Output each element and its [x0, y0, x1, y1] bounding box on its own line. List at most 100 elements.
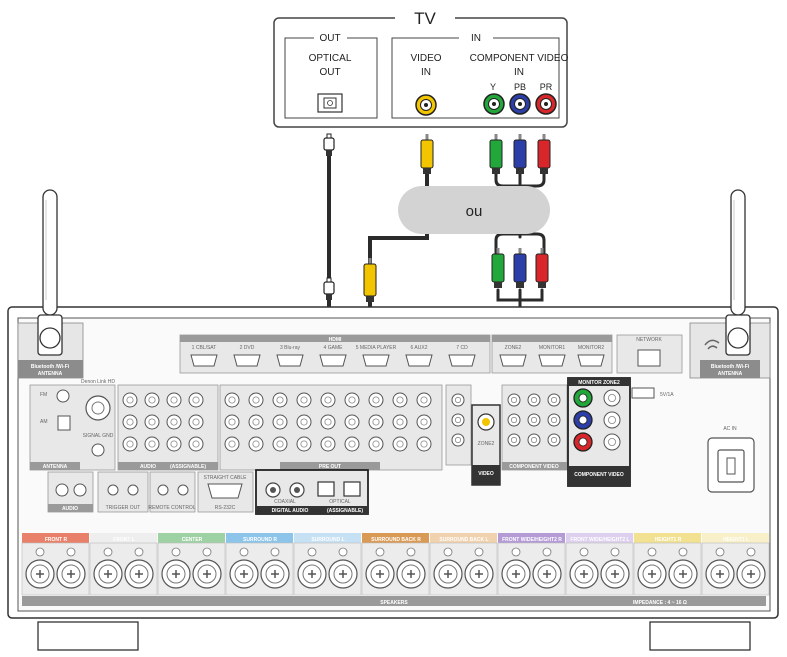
video-input-jack — [451, 413, 465, 427]
audio-input-jack — [166, 436, 182, 452]
speakers-bar — [22, 596, 766, 606]
pre-out-jack — [224, 414, 240, 430]
speaker-group-label: CENTER — [182, 537, 203, 543]
speaker-group-color-bar — [158, 533, 225, 543]
wifi-right-label-2: ANTENNA — [718, 371, 743, 377]
tv-in-label: IN — [471, 33, 481, 44]
video-input-jack — [451, 433, 465, 447]
component-input-jacks — [507, 393, 561, 447]
component-input-jack — [547, 413, 561, 427]
pre-out-jack — [272, 392, 288, 408]
optical-jack-2 — [343, 481, 361, 497]
usb-label: 5V/1A — [660, 392, 674, 398]
hdmi-output-label: MONITOR2 — [578, 345, 605, 351]
pre-out-jack — [248, 392, 264, 408]
speaker-group-color-bar — [634, 533, 701, 543]
optical-jack-1 — [317, 481, 335, 497]
pre-out-jack — [416, 414, 432, 430]
audio-input-jack — [144, 436, 160, 452]
speaker-terminal-group: SURROUND BACK R — [361, 533, 430, 596]
wifi-left-label: Bluetooth /Wi-Fi — [31, 364, 70, 370]
composite-plug-tv — [420, 134, 434, 174]
component-output-jack-zone2 — [603, 389, 621, 407]
pre-out-jack — [272, 414, 288, 430]
speaker-terminal-group: FRONT WIDE/HEIGHT2 R — [497, 533, 566, 596]
component-input-jack — [507, 413, 521, 427]
tv-out-label: OUT — [319, 33, 340, 44]
pre-out-jack — [416, 436, 432, 452]
tv-out-label-bg — [314, 31, 347, 43]
speaker-group-color-bar — [566, 533, 633, 543]
signal-gnd-label: SIGNAL GND — [83, 433, 114, 439]
component-input-jack — [547, 433, 561, 447]
hdmi-output-port — [577, 354, 605, 367]
jack-label-pr: PR — [540, 82, 553, 92]
hdmi-input-port — [319, 354, 347, 367]
component-in-label-1: COMPONENT VIDEO — [470, 53, 569, 64]
jack-label-y: Y — [490, 82, 496, 92]
pre-out-jack — [392, 436, 408, 452]
hdmi-input-port — [448, 354, 476, 367]
speaker-terminal-group: HEIGHT1 R — [633, 533, 702, 596]
pre-out-jack — [368, 436, 384, 452]
trigger-out-panel — [97, 471, 149, 513]
zone2-video-label: ZONE2 — [478, 441, 495, 447]
component-output-jack-zone2 — [603, 411, 621, 429]
audio-input-jack — [144, 414, 160, 430]
digital-audio-assignable: (ASSIGNABLE) — [327, 508, 363, 514]
pre-out-jack — [320, 436, 336, 452]
audio-input-jack — [144, 392, 160, 408]
pre-out-jack — [368, 414, 384, 430]
cable-plugs — [323, 133, 551, 302]
pre-out-jack — [224, 392, 240, 408]
or-pill — [398, 186, 550, 234]
straight-cable-label: STRAIGHT CABLE — [204, 475, 248, 481]
component-input-jack — [527, 433, 541, 447]
speaker-group-color-bar — [362, 533, 429, 543]
speaker-terminal-group: SURROUND BACK L — [429, 533, 498, 596]
speaker-terminal-group: CENTER — [157, 533, 226, 596]
optical-out-label-1: OPTICAL — [309, 53, 352, 64]
hdmi-header-bar — [180, 335, 490, 342]
audio-input-jack — [188, 392, 204, 408]
rs232c-label: RS-232C — [215, 505, 236, 511]
antenna-right — [725, 189, 751, 356]
rs232c-port — [207, 483, 243, 499]
component-output-label: COMPONENT VIDEO — [574, 472, 624, 478]
speaker-group-label: FRONT WIDE/HEIGHT2 R — [502, 537, 562, 543]
component-output-jacks — [573, 388, 621, 452]
component-plug-y-tv — [489, 134, 503, 174]
ac-inlet — [707, 437, 755, 493]
video-label: VIDEO — [478, 471, 494, 477]
receiver-foot-left — [37, 621, 139, 651]
video-input-jacks — [451, 393, 465, 447]
wifi-left-label-bg — [18, 360, 83, 378]
fm-label: FM — [40, 392, 47, 398]
hdmi-input-port — [190, 354, 218, 367]
pre-out-jack — [248, 414, 264, 430]
video-in-label-1: VIDEO — [410, 53, 441, 64]
network-label: NETWORK — [636, 337, 662, 343]
wifi-left-label-2: ANTENNA — [38, 371, 63, 377]
hdmi-input-port — [405, 354, 433, 367]
wifi-right-label-bg — [700, 360, 760, 378]
audio-input-jack — [122, 414, 138, 430]
audio-zone-label: AUDIO — [62, 506, 78, 512]
pre-out-jack — [368, 392, 384, 408]
speaker-terminal-group: SURROUND R — [225, 533, 294, 596]
optical-out-label-2: OUT — [319, 67, 340, 78]
ac-in-label: AC IN — [723, 426, 737, 432]
tv-in-label-bg — [459, 31, 493, 43]
component-plug-pb-receiver — [513, 248, 527, 288]
video-input-jack — [451, 393, 465, 407]
pre-out-jack — [344, 436, 360, 452]
pre-out-jack — [320, 414, 336, 430]
component-in-label-2: IN — [514, 67, 524, 78]
tv-panel: TV OUT OPTICAL OUT IN VIDEO IN COMPONENT… — [273, 6, 569, 128]
component-input-jack — [527, 393, 541, 407]
speakers-label: SPEAKERS — [380, 600, 408, 606]
pre-out-jack — [320, 392, 336, 408]
